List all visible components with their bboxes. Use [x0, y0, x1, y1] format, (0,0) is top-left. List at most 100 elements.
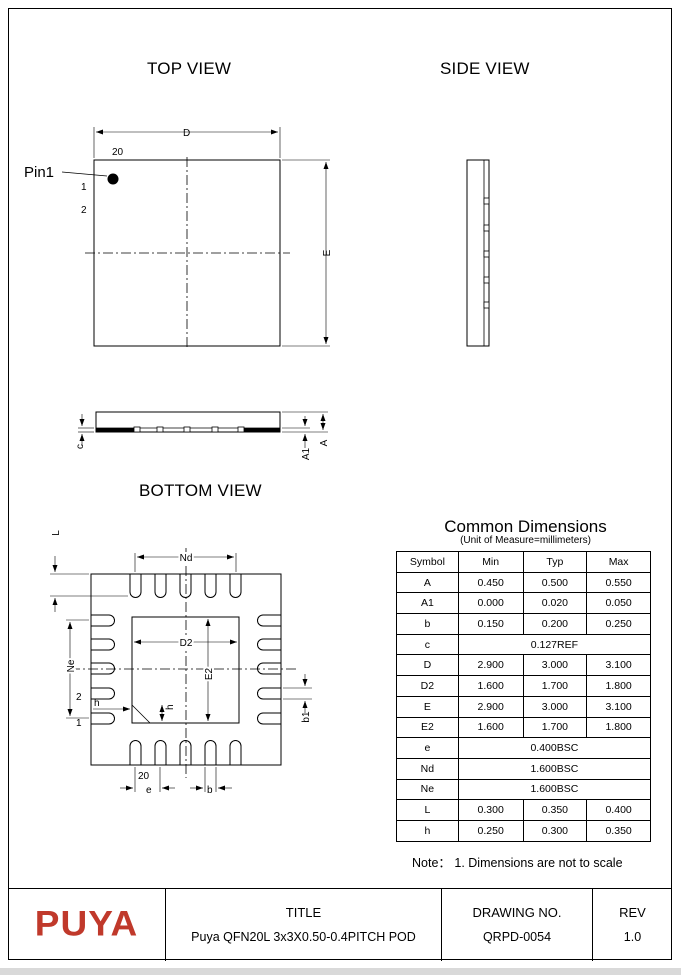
dimensions-header-row: Symbol Min Typ Max — [396, 551, 651, 573]
header-min: Min — [457, 551, 524, 573]
cell-max: 0.550 — [586, 571, 651, 594]
label-h-left: h — [94, 698, 100, 709]
cell-value: 1.600BSC — [457, 757, 652, 780]
rev-cell: REV 1.0 — [593, 889, 672, 961]
cell-min: 0.450 — [457, 571, 524, 594]
cell-symbol: D2 — [396, 675, 459, 697]
label-e2: E2 — [204, 667, 215, 680]
label-bottom-pin20: 20 — [138, 771, 150, 782]
drawing-no-cell: DRAWING NO. QRPD-0054 — [442, 889, 593, 961]
title-label: TITLE — [285, 905, 322, 920]
label-bottom-pin1: 1 — [76, 718, 82, 729]
label-h-right: h — [165, 704, 176, 710]
title-block: PUYA TITLE Puya QFN20L 3x3X0.50-0.4PITCH… — [8, 888, 672, 961]
cell-min: 1.600 — [457, 675, 524, 697]
label-pin1-callout: Pin1 — [24, 164, 54, 181]
cell-symbol: Ne — [396, 778, 459, 801]
cell-symbol: L — [396, 799, 459, 821]
cell-typ: 0.350 — [522, 799, 588, 821]
label-bottom-pin2: 2 — [76, 692, 82, 703]
drawing-frame — [8, 8, 672, 960]
note-text: Note： 1. Dimensions are not to scale — [412, 856, 623, 870]
cell-max: 1.800 — [586, 675, 651, 697]
cell-min: 0.000 — [457, 592, 524, 615]
label-b: b — [207, 785, 213, 796]
label-a1: A1 — [301, 447, 312, 460]
cell-symbol: D — [396, 654, 459, 677]
cell-max: 3.100 — [586, 695, 651, 718]
cell-typ: 0.200 — [522, 613, 588, 635]
label-a: A — [319, 439, 330, 446]
label-e-pitch: e — [146, 785, 152, 796]
cell-value: 1.600BSC — [457, 778, 652, 801]
cell-symbol: E2 — [396, 716, 459, 739]
cell-symbol: A — [396, 571, 459, 594]
cell-min: 2.900 — [457, 695, 524, 718]
pin1-dot — [107, 173, 119, 185]
cell-symbol: e — [396, 737, 459, 759]
logo-cell: PUYA — [8, 889, 166, 961]
cell-min: 0.250 — [457, 819, 524, 842]
label-d: D — [183, 128, 190, 139]
puya-logo: PUYA — [34, 904, 139, 943]
cell-min: 2.900 — [457, 654, 524, 677]
cell-typ: 1.700 — [522, 716, 588, 739]
cell-typ: 0.500 — [522, 571, 588, 594]
label-pin20: 20 — [112, 147, 124, 158]
drawing-value: QRPD-0054 — [482, 930, 552, 944]
side-view-title: SIDE VIEW — [440, 59, 530, 78]
cell-max: 0.050 — [586, 592, 651, 615]
label-b1: b1 — [301, 711, 312, 723]
bottom-view-title: BOTTOM VIEW — [139, 481, 262, 500]
cell-min: 0.150 — [457, 613, 524, 635]
cell-typ: 3.000 — [522, 695, 588, 718]
header-typ: Typ — [522, 551, 588, 573]
page-bottom-bar — [0, 968, 681, 975]
label-d2: D2 — [180, 638, 193, 649]
cell-symbol: E — [396, 695, 459, 718]
cell-max: 0.250 — [586, 613, 651, 635]
label-ne: Ne — [66, 659, 77, 672]
cell-typ: 3.000 — [522, 654, 588, 677]
dimensions-title: Common Dimensions — [444, 517, 607, 536]
dimensions-subtitle: (Unit of Measure=millimeters) — [460, 535, 591, 546]
cell-max: 1.800 — [586, 716, 651, 739]
bottom-view-drawing — [50, 548, 312, 792]
cell-min: 0.300 — [457, 799, 524, 821]
drawing-label: DRAWING NO. — [472, 905, 562, 920]
cell-value: 0.127REF — [457, 633, 652, 656]
cell-symbol: A1 — [396, 592, 459, 615]
cell-symbol: c — [396, 633, 459, 656]
cell-typ: 1.700 — [522, 675, 588, 697]
title-cell: TITLE Puya QFN20L 3x3X0.50-0.4PITCH POD — [166, 889, 442, 961]
cell-symbol: h — [396, 819, 459, 842]
side-view-drawing — [466, 159, 490, 347]
cell-typ: 0.300 — [522, 819, 588, 842]
header-symbol: Symbol — [396, 551, 459, 573]
label-c: c — [75, 444, 86, 449]
cell-max: 0.350 — [586, 819, 651, 842]
cell-typ: 0.020 — [522, 592, 588, 615]
cell-symbol: b — [396, 613, 459, 635]
cell-min: 1.600 — [457, 716, 524, 739]
label-l: L — [51, 530, 62, 536]
header-max: Max — [586, 551, 651, 573]
profile-view-drawing — [78, 411, 328, 448]
label-nd: Nd — [180, 553, 193, 564]
title-value: Puya QFN20L 3x3X0.50-0.4PITCH POD — [191, 930, 416, 944]
